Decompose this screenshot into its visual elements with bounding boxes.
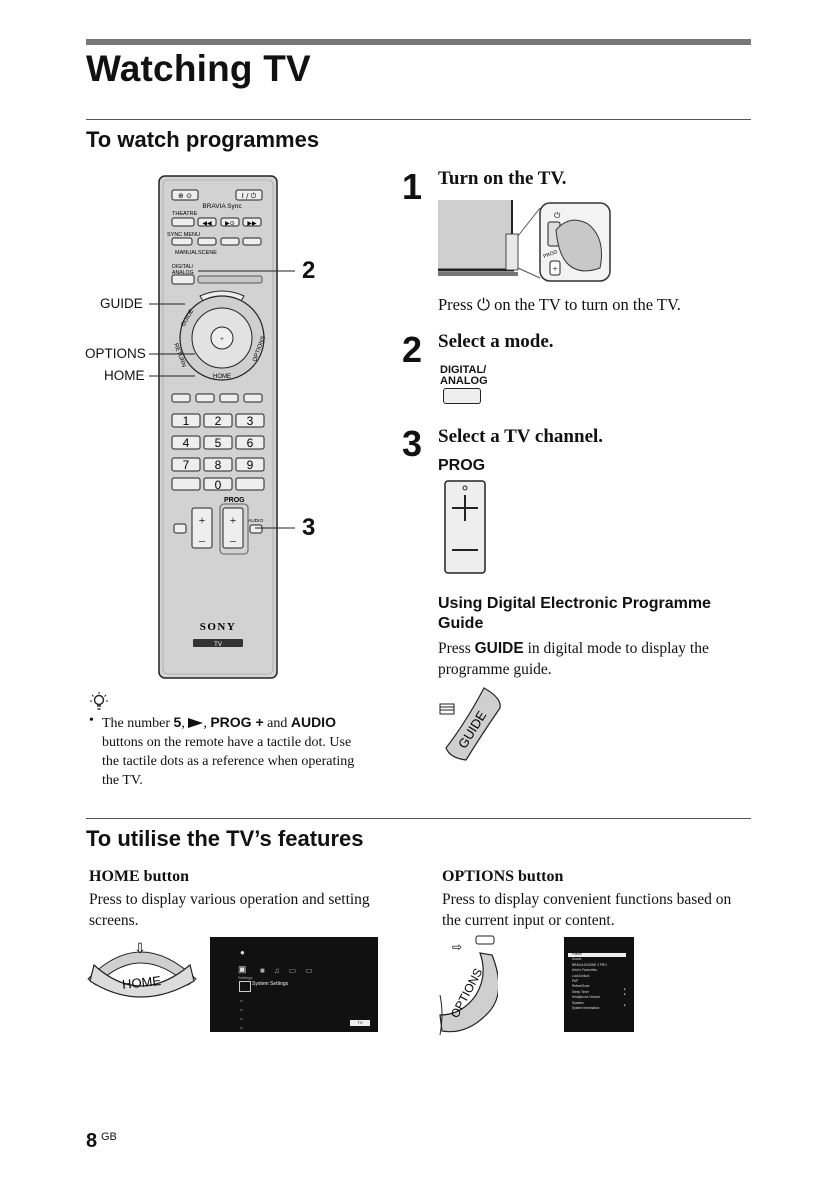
options-button-illustration: OPTIONS ⇨	[439, 935, 498, 1035]
step-1-text: Press ⏻ on the TV to turn on the TV.	[438, 295, 681, 314]
svg-text:⏻: ⏻	[554, 211, 561, 220]
section-divider	[86, 119, 751, 120]
callout-guide: GUIDE	[100, 296, 143, 311]
tv-prog-tag: PROG	[543, 249, 559, 260]
digital-analog-button	[443, 388, 481, 404]
svg-text:+: +	[220, 335, 224, 343]
sync-menu-label: SYNC MENU	[167, 232, 200, 238]
remote-control-illustration: ⊕ ⊙ I / ⏻ BRAVIA Sync THEATRE ◀◀ ▶⊙ ▶▶ S…	[158, 175, 278, 679]
svg-text:⊕ ⊙: ⊕ ⊙	[178, 192, 192, 200]
callout-number-3: 3	[302, 514, 316, 541]
home-button-illustration: HOME ⇩	[87, 941, 197, 998]
key-1: 1	[183, 414, 190, 428]
step-1-title: Turn on the TV.	[438, 168, 567, 189]
analog-label: ANALOG	[172, 270, 194, 276]
key-4: 4	[183, 436, 190, 450]
callout-home: HOME	[104, 368, 145, 383]
prog-label: PROG	[438, 457, 486, 474]
key-9: 9	[247, 458, 254, 472]
svg-text:▶▶: ▶▶	[247, 221, 257, 227]
remote-tv-badge: TV	[214, 642, 222, 648]
epg-text: Press GUIDE in digital mode to display t…	[438, 640, 709, 678]
options-button-text: Press to display convenient functions ba…	[442, 891, 732, 929]
home-button-text: Press to display various operation and s…	[89, 891, 370, 929]
settings-label: Settings	[238, 975, 253, 980]
key-0: 0	[215, 478, 222, 492]
key-5: 5	[215, 436, 222, 450]
svg-text:+: +	[199, 513, 206, 527]
section-heading-features: To utilise the TV’s features	[86, 826, 364, 851]
svg-text:–: –	[229, 533, 237, 547]
key-7: 7	[183, 458, 190, 472]
step-3-number: 3	[402, 423, 423, 464]
page-number: 8	[86, 1130, 98, 1152]
key-2: 2	[215, 414, 222, 428]
remote-audio-label: AUDIO	[248, 518, 263, 524]
prog-button-illustration	[444, 480, 486, 574]
options-menu-screen: Picture Sound BRAVIA ENGINE 3 PRO Add to…	[564, 937, 634, 1032]
remote-home-label: HOME	[213, 374, 231, 380]
remote-brand-logo: SONY	[200, 621, 237, 633]
page-suffix: GB	[101, 1131, 117, 1143]
key-3: 3	[247, 414, 254, 428]
settings-icon: ▣	[238, 964, 247, 974]
tv-power-button-illustration: ⏻ + PROG	[438, 200, 611, 282]
section-heading-watch: To watch programmes	[86, 127, 320, 152]
home-button-label: HOME	[121, 973, 162, 992]
guide-button-illustration: GUIDE	[439, 687, 501, 761]
step-2-title: Select a mode.	[438, 331, 554, 352]
digital-label: DIGITAL/	[172, 264, 194, 270]
svg-text:–: –	[198, 533, 206, 547]
svg-text:⇩: ⇩	[134, 941, 146, 957]
digital-analog-label: DIGITAL/ANALOG	[440, 364, 488, 387]
epg-heading: Using Digital Electronic Programme Guide	[438, 595, 711, 632]
callout-number-2: 2	[302, 257, 316, 284]
home-button-title: HOME button	[89, 868, 190, 885]
remote-prog-label: PROG	[224, 497, 245, 504]
title-bar	[86, 39, 751, 45]
step-1-number: 1	[402, 166, 423, 207]
svg-text:⇨: ⇨	[452, 940, 462, 954]
tip-lightbulb-icon	[90, 692, 108, 710]
tv-badge: TV	[350, 1020, 370, 1026]
callout-lines	[149, 270, 295, 529]
theatre-label: THEATRE	[172, 211, 198, 217]
tip-bullet: •	[89, 713, 94, 728]
svg-text:+: +	[230, 513, 237, 527]
step-3-title: Select a TV channel.	[438, 426, 604, 447]
svg-text:▶⊙: ▶⊙	[225, 221, 235, 227]
svg-text:I / ⏻: I / ⏻	[242, 192, 257, 200]
svg-text:+: +	[552, 264, 557, 274]
svg-text:◀◀: ◀◀	[202, 221, 212, 227]
power-icon: ⏻	[476, 295, 491, 314]
options-menu-list: Picture Sound BRAVIA ENGINE 3 PRO Add to…	[572, 952, 607, 1011]
page-title: Watching TV	[86, 48, 311, 89]
scene-label: SCENE	[198, 250, 217, 256]
section-divider-2	[86, 818, 751, 819]
key-6: 6	[247, 436, 254, 450]
key-8: 8	[215, 458, 222, 472]
manual-label: MANUAL	[175, 250, 198, 256]
step-2-number: 2	[402, 329, 423, 370]
system-settings-label: System Settings	[252, 981, 289, 987]
bravia-sync-label: BRAVIA Sync	[202, 203, 242, 210]
options-button-title: OPTIONS button	[442, 868, 564, 885]
callout-options: OPTIONS	[85, 346, 146, 361]
home-menu-screen: ● ▣ Settings ■ ♫ ▭ ▭ System Settings ▫▫▫…	[210, 937, 378, 1032]
play-icon	[188, 718, 204, 728]
